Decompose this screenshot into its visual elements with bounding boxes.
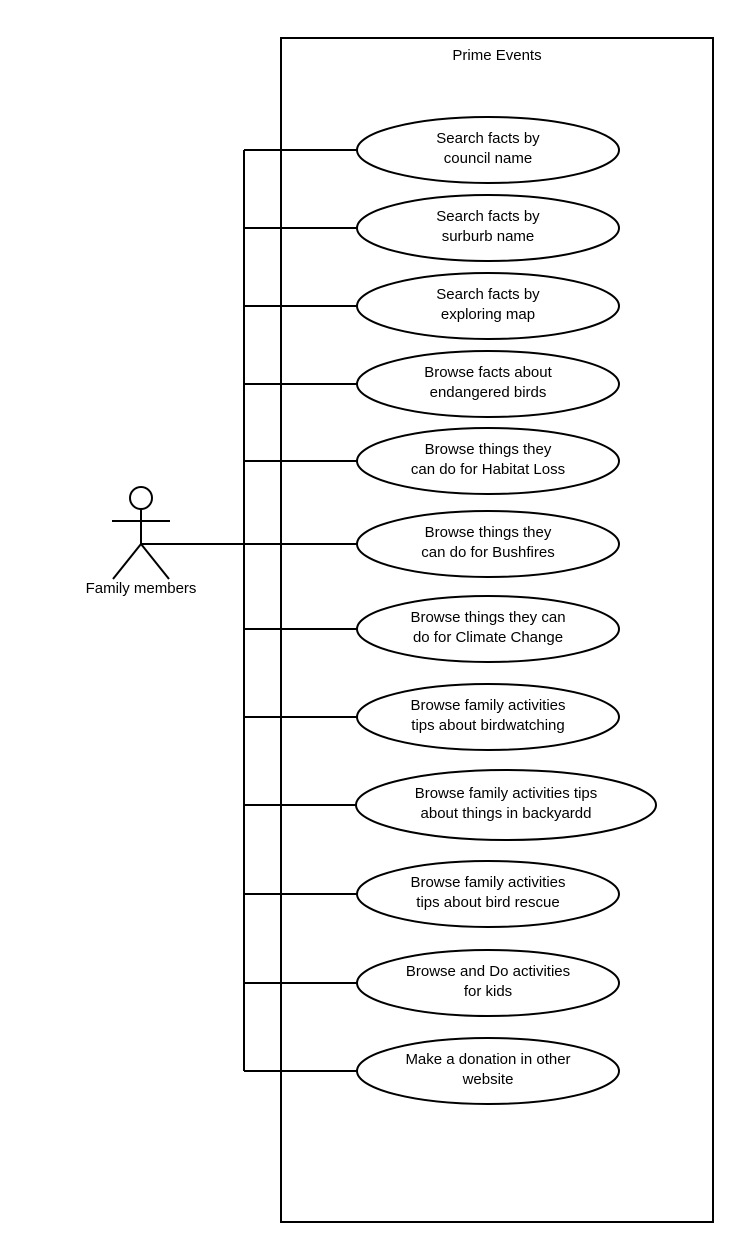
use-case-label-line1: Browse things they (425, 441, 552, 458)
use-case-label-line2: surburb name (442, 228, 535, 245)
use-case-label-line1: Browse family activities (410, 697, 565, 714)
use-case-ellipse (356, 116, 620, 184)
use-case-label-line2: about things in backyardd (421, 805, 592, 822)
use-case-label-line2: for kids (464, 983, 512, 1000)
use-case-ellipse (355, 769, 657, 841)
use-case-label-line2: can do for Habitat Loss (411, 461, 565, 478)
use-case-label-line2: can do for Bushfires (421, 544, 554, 561)
use-case-label-line1: Make a donation in other (405, 1051, 570, 1068)
use-case-label-line2: do for Climate Change (413, 629, 563, 646)
actor-head (129, 486, 153, 510)
actor-right-leg (140, 543, 170, 580)
use-case-ellipse (356, 510, 620, 578)
use-case-ellipse (356, 427, 620, 495)
use-case-9: Browse family activities tips about thin… (244, 769, 657, 841)
use-case-ellipse (356, 194, 620, 262)
use-case-12: Make a donation in other website (244, 1037, 620, 1105)
use-case-label-line2: council name (444, 150, 532, 167)
use-case-label-line2: tips about birdwatching (411, 717, 564, 734)
actor-figure (112, 486, 170, 580)
use-case-ellipse (356, 949, 620, 1017)
use-case-label-line1: Browse facts about (424, 364, 552, 381)
use-case-label-line2: endangered birds (430, 384, 547, 401)
use-case-label-line1: Browse and Do activities (406, 963, 570, 980)
use-case-ellipse (356, 683, 620, 751)
use-case-11: Browse and Do activities for kids (244, 949, 620, 1017)
use-case-label-line1: Search facts by (436, 286, 540, 303)
use-case-3: Search facts by exploring map (244, 272, 620, 340)
use-case-4: Browse facts about endangered birds (244, 350, 620, 418)
use-case-label-line1: Browse things they can (410, 609, 565, 626)
use-case-label-line1: Browse things they (425, 524, 552, 541)
use-case-label-line1: Search facts by (436, 208, 540, 225)
use-case-ellipse (356, 272, 620, 340)
use-case-label-line2: exploring map (441, 306, 535, 323)
use-case-label-line1: Browse family activities (410, 874, 565, 891)
use-case-1: Search facts by council name (244, 116, 620, 184)
use-case-7: Browse things they can do for Climate Ch… (244, 595, 620, 663)
use-case-ellipse (356, 1037, 620, 1105)
actor-label: Family members (86, 580, 197, 597)
use-case-ellipse (356, 860, 620, 928)
system-title: Prime Events (452, 47, 541, 64)
use-case-ellipse (356, 595, 620, 663)
use-case-10: Browse family activities tips about bird… (244, 860, 620, 928)
use-case-label-line2: tips about bird rescue (416, 894, 559, 911)
use-case-5: Browse things they can do for Habitat Lo… (244, 427, 620, 495)
use-case-label-line1: Browse family activities tips (415, 785, 598, 802)
use-case-label-line1: Search facts by (436, 130, 540, 147)
use-case-6: Browse things they can do for Bushfires (244, 510, 620, 578)
use-case-2: Search facts by surburb name (244, 194, 620, 262)
use-case-ellipse (356, 350, 620, 418)
use-case-8: Browse family activities tips about bird… (244, 683, 620, 751)
use-case-label-line2: website (462, 1071, 514, 1088)
actor-left-leg (112, 543, 142, 580)
